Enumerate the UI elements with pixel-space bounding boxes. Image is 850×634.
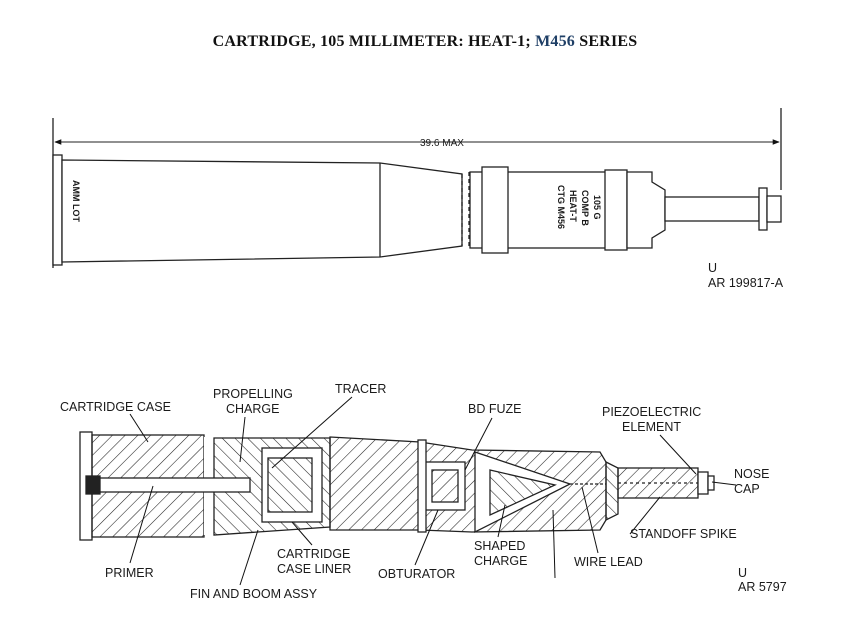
title-model: M456 — [535, 33, 576, 50]
primer-head — [85, 475, 101, 495]
bottom-reference: AR 5797 — [738, 580, 787, 594]
label-bd-fuze: BD FUZE — [468, 402, 521, 416]
lot-marking: AMM LOT — [71, 180, 81, 222]
label-propelling-1: PROPELLING — [213, 387, 293, 401]
label-shaped-1: SHAPED — [474, 539, 525, 553]
label-cartridge-case: CARTRIDGE CASE — [60, 400, 171, 414]
projectile-nose — [626, 171, 666, 249]
external-view — [52, 108, 782, 268]
stencil-line-3: HEAT-T — [568, 190, 578, 222]
label-obturator: OBTURATOR — [378, 567, 455, 581]
bottom-code-letter: U — [738, 566, 747, 580]
nose-taper — [605, 460, 619, 522]
case-body — [61, 159, 463, 263]
label-propelling-2: CHARGE — [226, 402, 279, 416]
nose-cap-external — [758, 187, 768, 231]
stencil-line-4: CTG M456 — [556, 185, 566, 229]
label-nose-1: NOSE — [734, 467, 769, 481]
nose-cap — [697, 471, 709, 495]
projectile-stencil: 105 G COMP B HEAT-T CTG M456 — [556, 185, 602, 229]
title-text-1: CARTRIDGE, 105 MILLIMETER: HEAT-1; — [212, 33, 536, 50]
dimension-label: 39.6 MAX — [420, 138, 464, 149]
stencil-line-1: 105 G — [592, 195, 602, 220]
label-wire-lead: WIRE LEAD — [574, 555, 643, 569]
rotating-band-2 — [604, 169, 628, 251]
primer-tube — [91, 477, 251, 493]
label-piezo-1: PIEZOELECTRIC — [602, 405, 701, 419]
rotating-band-1 — [481, 166, 509, 254]
label-standoff-spike: STANDOFF SPIKE — [630, 527, 737, 541]
case-base — [52, 154, 63, 266]
obturator-band — [417, 439, 427, 533]
cutaway-view — [79, 431, 715, 541]
label-tracer: TRACER — [335, 382, 386, 396]
standoff-spike-external — [664, 196, 760, 222]
leader-lines — [129, 396, 737, 586]
label-liner-2: CASE LINER — [277, 562, 351, 576]
label-piezo-2: ELEMENT — [622, 420, 681, 434]
label-nose-2: CAP — [734, 482, 760, 496]
page-title: CARTRIDGE, 105 MILLIMETER: HEAT-1; M456 … — [0, 33, 850, 51]
stencil-line-2: COMP B — [580, 190, 590, 226]
top-reference: AR 199817-A — [708, 276, 784, 290]
label-shaped-2: CHARGE — [474, 554, 527, 568]
part-labels: CARTRIDGE CASE PROPELLING CHARGE TRACER … — [60, 382, 787, 601]
label-fin-boom: FIN AND BOOM ASSY — [190, 587, 318, 601]
title-text-2: SERIES — [575, 33, 638, 50]
top-code-letter: U — [708, 261, 717, 275]
label-liner-1: CARTRIDGE — [277, 547, 350, 561]
label-primer: PRIMER — [105, 566, 154, 580]
